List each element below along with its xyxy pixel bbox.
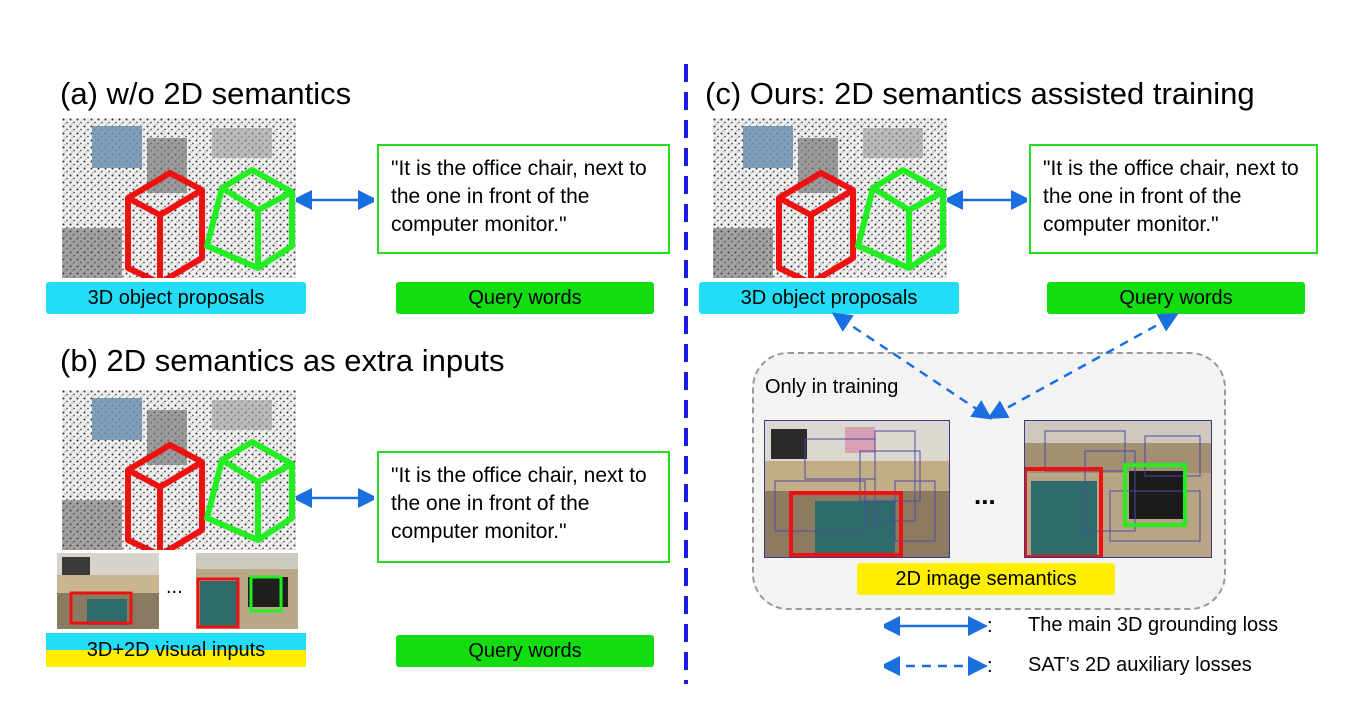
panel-c-grounding-arrow — [947, 190, 1027, 210]
panel-a-query-label: Query words — [396, 282, 654, 314]
training-images-ellipsis: ... — [974, 480, 996, 510]
panel-a-title: (a) w/o 2D semantics — [60, 76, 352, 111]
panel-c-proposals-label: 3D object proposals — [699, 282, 959, 314]
panel-c-query-text: "It is the office chair, next to the one… — [1029, 144, 1318, 254]
panel-b-ellipsis: ... — [166, 576, 183, 598]
svg-text::: : — [987, 655, 993, 677]
panel-b-query-label: Query words — [396, 635, 654, 667]
legend-arrows: : : — [884, 615, 993, 677]
panel-a-proposals-label: 3D object proposals — [46, 282, 306, 314]
panel-b-inputs-label-text: 3D+2D visual inputs — [86, 639, 266, 661]
panel-b-image-2 — [196, 553, 298, 629]
panel-b-query-text: "It is the office chair, next to the one… — [377, 451, 670, 563]
vertical-divider — [684, 64, 688, 684]
training-image-1 — [764, 420, 950, 558]
auxiliary-loss-arrows — [831, 312, 1179, 420]
panel-b-inputs-label: 3D+2D visual inputs — [46, 633, 306, 667]
panel-c-point-cloud — [713, 118, 947, 278]
training-image-2 — [1024, 420, 1212, 558]
panel-c-query-label: Query words — [1047, 282, 1305, 314]
panel-b-image-1 — [57, 553, 159, 629]
legend-auxiliary-loss: SAT’s 2D auxiliary losses — [1028, 654, 1252, 676]
panel-c-title: (c) Ours: 2D semantics assisted training — [705, 76, 1255, 111]
panel-b-title: (b) 2D semantics as extra inputs — [60, 343, 505, 378]
panel-a-point-cloud — [62, 118, 296, 278]
panel-a-grounding-arrow — [296, 190, 374, 210]
panel-b-grounding-arrow — [296, 488, 374, 508]
legend-main-loss: The main 3D grounding loss — [1028, 614, 1279, 636]
panel-b-point-cloud — [62, 390, 296, 550]
image-semantics-label: 2D image semantics — [857, 563, 1115, 595]
svg-text::: : — [987, 615, 993, 637]
panel-a-query-text: "It is the office chair, next to the one… — [377, 144, 670, 254]
